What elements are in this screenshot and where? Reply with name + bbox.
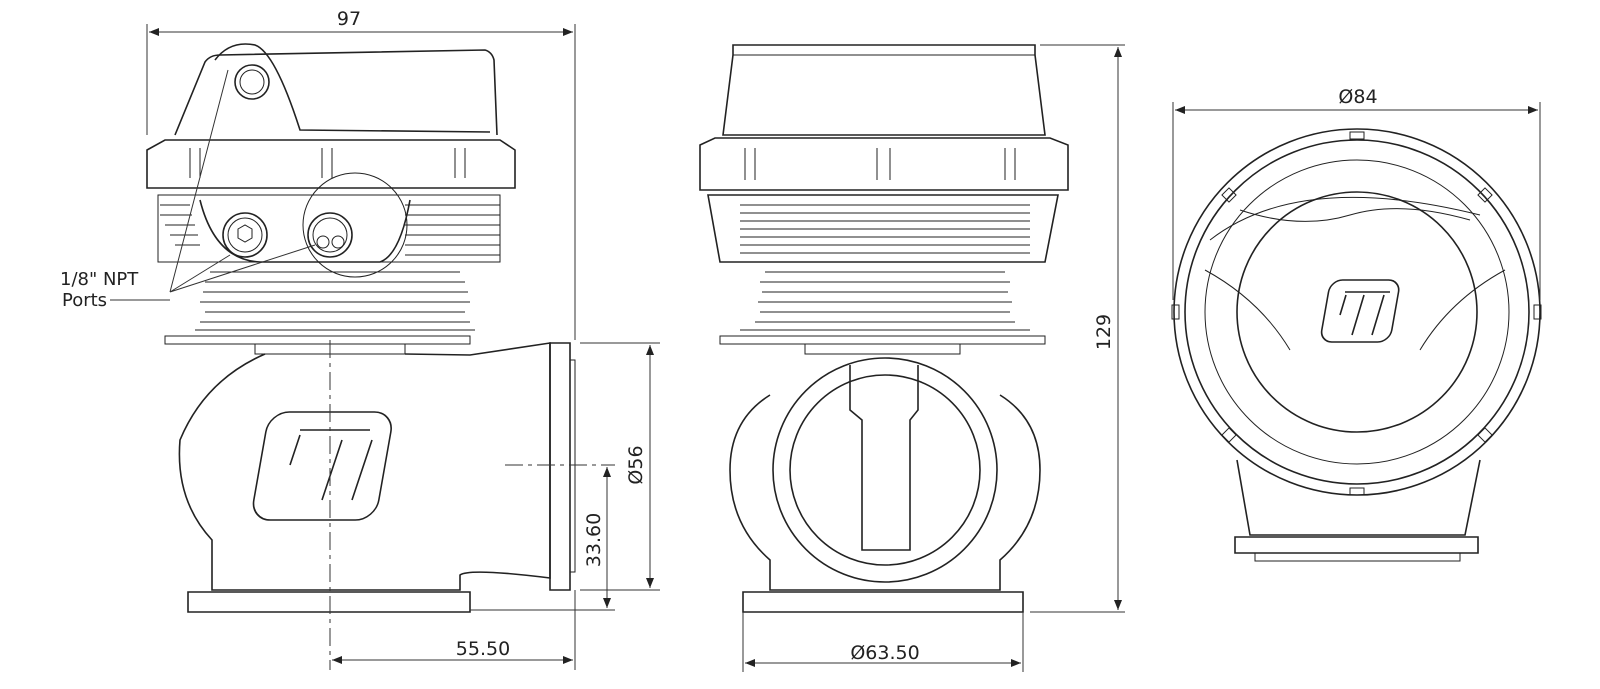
npt-ports-label-line1: 1/8" NPT: [60, 269, 139, 290]
port-ear-icon: [234, 64, 270, 100]
top-view: [1171, 128, 1542, 562]
dim-outlet-diameter: Ø56: [625, 445, 647, 484]
dim-inlet-diameter: Ø63.50: [850, 642, 919, 664]
side-view: [146, 43, 576, 613]
npt-ports-label-line2: Ports: [62, 290, 107, 311]
npt-port-2: [307, 212, 353, 258]
dim-overall-width: 97: [337, 8, 361, 30]
dim-overall-height: 129: [1093, 314, 1115, 350]
brand-logo-top: [1320, 279, 1400, 343]
dimension-lines: [110, 24, 1541, 672]
dim-inlet-to-outlet: 55.50: [456, 638, 510, 660]
dim-outlet-center-height: 33.60: [583, 513, 605, 567]
front-view: [699, 44, 1069, 613]
dim-top-diameter: Ø84: [1338, 86, 1377, 108]
brand-logo: [252, 411, 392, 521]
npt-port-1: [222, 212, 268, 258]
